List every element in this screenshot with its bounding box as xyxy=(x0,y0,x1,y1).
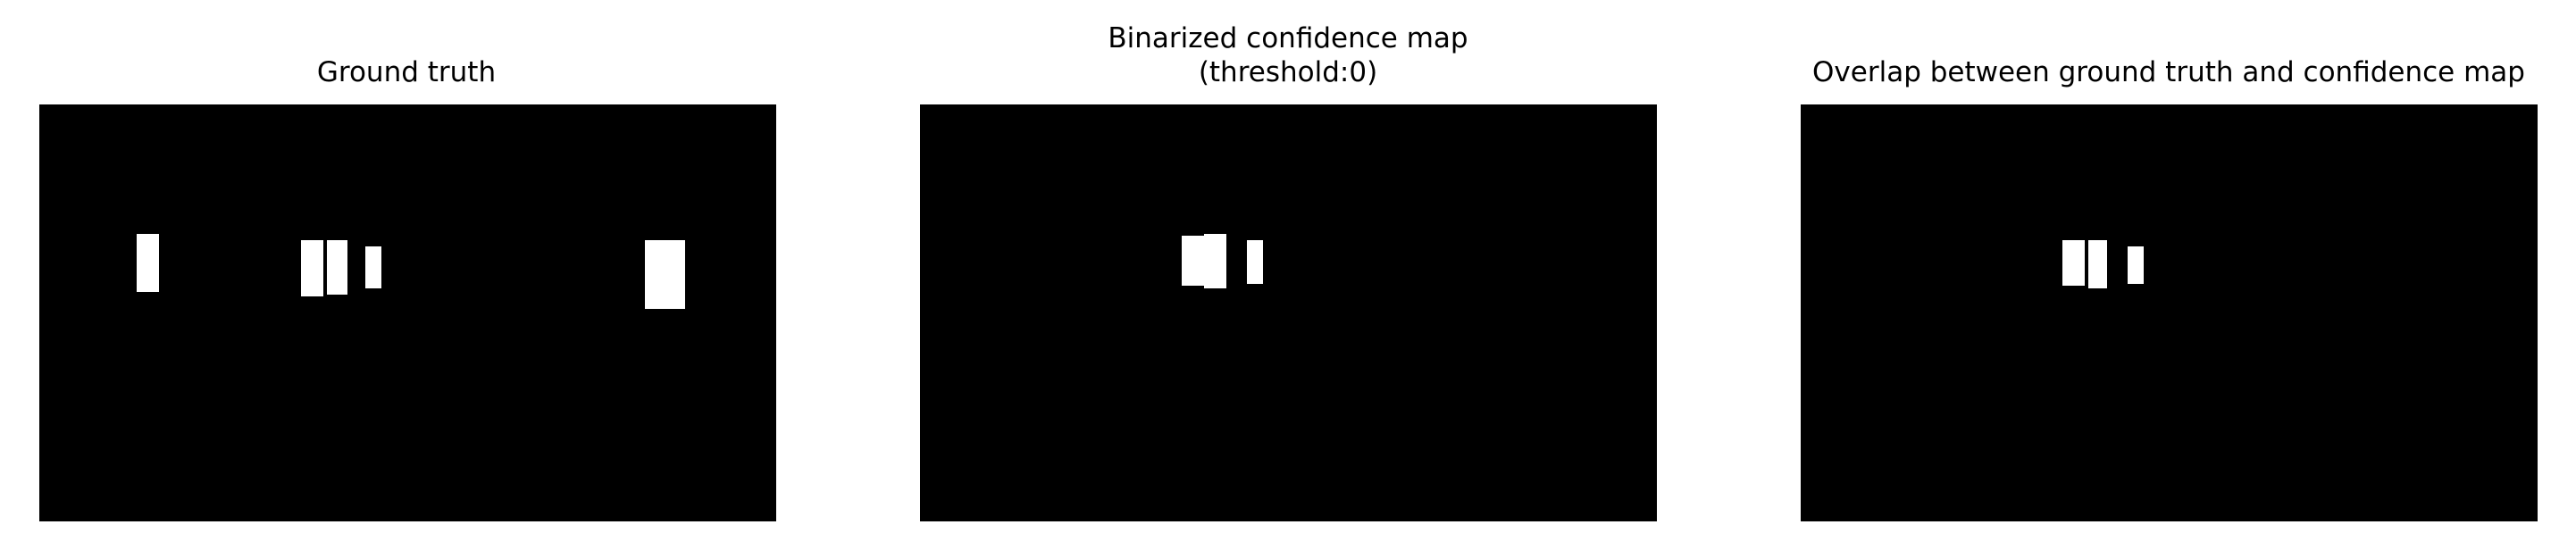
gt-mask-region-1 xyxy=(137,234,159,292)
panel-title-ground-truth: Ground truth xyxy=(316,56,497,88)
gt-mask-region-3 xyxy=(327,240,347,295)
overlap-mask-region-1 xyxy=(2062,240,2085,286)
confidence-mask-region-3 xyxy=(1247,240,1263,284)
confidence-mask-region-2 xyxy=(1204,234,1226,288)
overlap-mask-region-2 xyxy=(2088,240,2107,288)
mask-panel-overlap xyxy=(1801,104,2538,521)
gt-mask-region-2 xyxy=(301,240,323,296)
mask-panel-confidence-map xyxy=(920,104,1657,521)
overlap-mask-region-3 xyxy=(2128,246,2144,284)
panel-title-overlap: Overlap between ground truth and confide… xyxy=(1812,56,2525,88)
panel-title-confidence-map: Binarized confidence map (threshold:0) xyxy=(1108,22,1468,88)
confidence-mask-region-1 xyxy=(1182,236,1205,286)
gt-mask-region-5 xyxy=(645,240,685,309)
mask-panel-ground-truth xyxy=(39,104,776,521)
gt-mask-region-4 xyxy=(365,246,381,288)
